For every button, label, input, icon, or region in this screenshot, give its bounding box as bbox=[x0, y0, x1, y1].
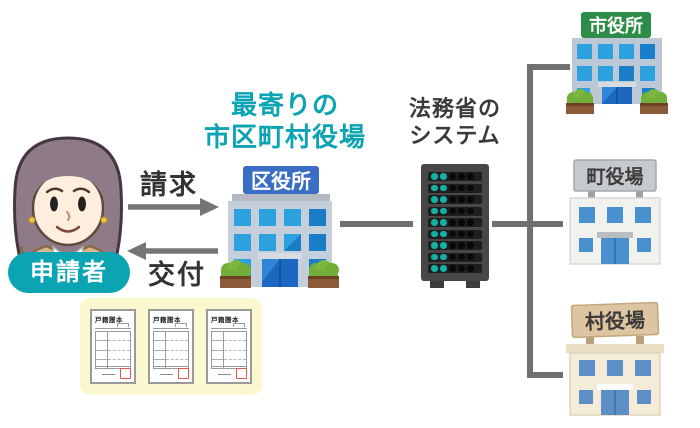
server-led-row bbox=[428, 183, 482, 193]
nearest-office-title-line1: 最寄りの bbox=[230, 91, 339, 121]
connector-ward-to-server bbox=[340, 221, 413, 227]
document-foot-line bbox=[211, 366, 247, 367]
family-register-document: 戸籍謄本 bbox=[90, 309, 136, 384]
town-hall-windows bbox=[579, 207, 651, 252]
documents-panel: 戸籍謄本 戸籍謄本 戸籍謄本 bbox=[80, 298, 262, 395]
moj-system-title: 法務省の システム bbox=[393, 96, 517, 150]
left-bush bbox=[566, 89, 594, 114]
village-hall-windows bbox=[579, 360, 651, 404]
document-tab-notch bbox=[233, 323, 245, 327]
left-bush bbox=[220, 260, 251, 288]
server-led-row bbox=[428, 195, 482, 204]
document-title: 戸籍謄本 bbox=[95, 316, 123, 324]
moj-server-rack bbox=[421, 164, 489, 281]
moj-system-title-line1: 法務省の bbox=[408, 97, 501, 122]
document-title: 戸籍謄本 bbox=[153, 316, 181, 324]
server-led-row bbox=[428, 218, 482, 227]
city-hall-building: 市役所 bbox=[566, 12, 668, 114]
town-hall-sign-label: 町役場 bbox=[586, 165, 643, 188]
document-tab-line bbox=[153, 323, 189, 329]
table-right-column bbox=[165, 332, 188, 368]
table-left-column bbox=[212, 332, 224, 368]
document-tab-notch bbox=[175, 323, 187, 327]
server-led-row bbox=[428, 172, 482, 181]
village-hall-building: 村役場 bbox=[566, 301, 664, 416]
server-led-row bbox=[428, 206, 482, 216]
village-hall-sign-label: 村役場 bbox=[585, 308, 646, 334]
issue-arrow-icon bbox=[127, 242, 218, 260]
document-table bbox=[95, 331, 131, 369]
connector-branch-city bbox=[527, 64, 570, 70]
document-signature-line bbox=[218, 374, 231, 375]
document-table bbox=[211, 331, 247, 369]
request-arrow-icon bbox=[128, 198, 219, 216]
red-stamp-icon bbox=[236, 368, 247, 379]
city-hall-door bbox=[602, 87, 632, 104]
document-signature-line bbox=[160, 374, 173, 375]
right-bush bbox=[640, 89, 668, 114]
server-led-row bbox=[428, 252, 482, 262]
town-hall-door-lintel bbox=[597, 232, 633, 238]
city-hall-sign-label: 市役所 bbox=[589, 15, 643, 37]
document-title: 戸籍謄本 bbox=[211, 316, 239, 324]
request-label: 請求 bbox=[140, 170, 198, 201]
ward-office-door-lintel bbox=[258, 253, 302, 259]
moj-system-title-line2: システム bbox=[409, 124, 501, 149]
document-tab-notch bbox=[117, 323, 129, 327]
server-led-row bbox=[428, 229, 482, 239]
city-hall-door-lintel bbox=[598, 82, 636, 87]
applicant-badge: 申請者 bbox=[8, 252, 130, 293]
family-register-document: 戸籍謄本 bbox=[206, 309, 252, 384]
document-foot-line bbox=[153, 366, 189, 367]
applicant-badge-label: 申請者 bbox=[30, 258, 108, 286]
red-stamp-icon bbox=[178, 368, 189, 379]
right-bush bbox=[308, 260, 339, 288]
village-hall-door-lintel bbox=[597, 384, 633, 390]
document-signature-line bbox=[102, 374, 115, 375]
issue-label: 交付 bbox=[148, 260, 206, 291]
server-led-row bbox=[428, 241, 482, 250]
town-hall-door bbox=[601, 238, 629, 264]
document-table bbox=[153, 331, 189, 369]
table-right-column bbox=[223, 332, 246, 368]
village-hall-door bbox=[601, 390, 629, 415]
connector-branch-village bbox=[527, 372, 563, 378]
table-left-column bbox=[154, 332, 166, 368]
ward-office-building: 区役所 bbox=[220, 166, 339, 288]
server-foot bbox=[466, 281, 480, 288]
document-foot-line bbox=[95, 366, 131, 367]
town-hall-building: 町役場 bbox=[569, 159, 661, 265]
red-stamp-icon bbox=[120, 368, 131, 379]
family-register-document: 戸籍謄本 bbox=[148, 309, 194, 384]
table-right-column bbox=[107, 332, 130, 368]
connector-vertical-bus bbox=[527, 64, 533, 378]
document-tab-line bbox=[211, 323, 247, 329]
ward-office-door bbox=[262, 259, 298, 287]
ward-office-sign-label: 区役所 bbox=[251, 169, 311, 193]
table-left-column bbox=[96, 332, 108, 368]
server-led-row bbox=[428, 264, 482, 273]
document-tab-line bbox=[95, 323, 131, 329]
nearest-office-title: 最寄りの 市区町村役場 bbox=[183, 90, 387, 154]
server-foot bbox=[430, 281, 444, 288]
nearest-office-title-line2: 市区町村役場 bbox=[203, 123, 366, 153]
